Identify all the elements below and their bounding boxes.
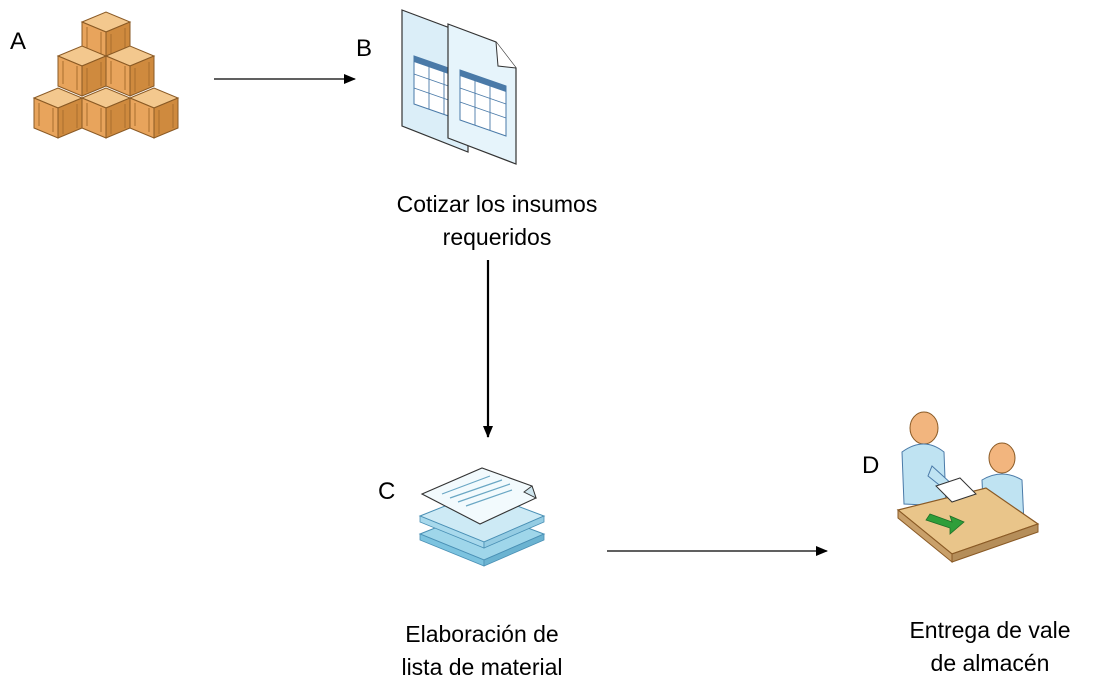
node-d-caption-line-1: Entrega de vale: [909, 617, 1071, 643]
node-b-caption: Cotizar los insumos requeridos: [372, 188, 622, 254]
node-d-caption-line-2: de almacén: [930, 650, 1050, 676]
node-c-caption-line-1: Elaboración de: [405, 621, 559, 647]
stacked-pages-icon: [418, 467, 546, 567]
node-c-caption-line-2: lista de material: [401, 654, 563, 680]
spreadsheet-documents-icon: [401, 9, 517, 165]
node-d-caption: Entrega de vale de almacén: [880, 614, 1100, 680]
node-c-caption: Elaboración de lista de material: [362, 618, 602, 684]
document-front: [447, 23, 517, 165]
handover-arrow-icon: [925, 513, 965, 535]
node-b-caption-line-1: Cotizar los insumos: [396, 191, 598, 217]
node-a-label: A: [10, 28, 27, 55]
meeting-desk-icon: [896, 411, 1040, 564]
node-b-label: B: [356, 35, 373, 62]
desk: [896, 487, 1040, 564]
node-d-label: D: [862, 452, 880, 479]
voucher-paper: [935, 477, 977, 503]
node-c-label: C: [378, 478, 396, 505]
person-standing: [901, 411, 955, 507]
boxes-icon: [33, 11, 179, 139]
node-b-caption-line-2: requeridos: [442, 224, 552, 250]
